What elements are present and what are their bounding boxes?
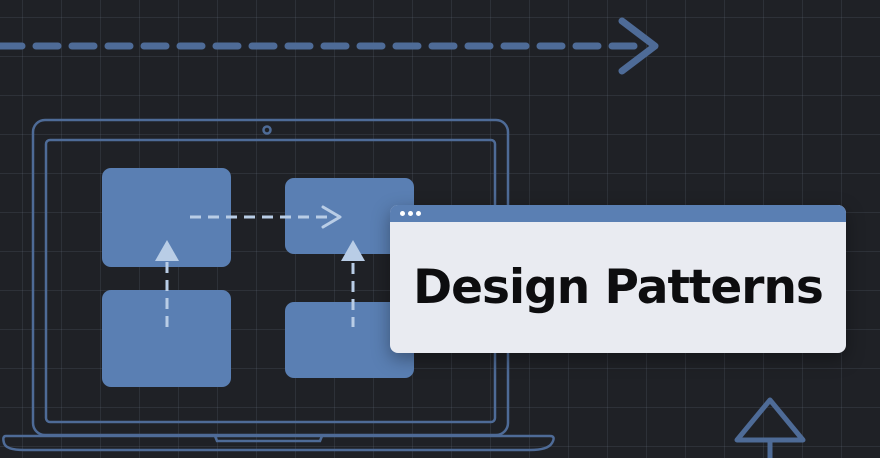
window-dots-icon [416,211,421,216]
top-dashed-arrow [0,17,659,75]
window-dots-icon [400,211,405,216]
laptop-notch [213,435,324,443]
block-top-right [285,178,414,254]
window-title-bar [390,205,846,222]
title-window: Design Patterns [390,205,846,353]
connectors [155,205,365,327]
page-title: Design Patterns [413,260,824,315]
pattern-blocks [102,168,414,387]
arrow-up-icon [155,240,179,261]
laptop-camera [262,125,272,135]
arrow-right-icon [321,205,342,229]
window-dots-icon [408,211,413,216]
bottom-outline-arrow [734,397,806,458]
arrow-up-icon [341,240,365,261]
block-bottom-left [102,290,231,387]
block-top-left [102,168,231,267]
laptop-base [2,434,555,452]
block-bottom-right [285,302,414,378]
arrow-up-icon [734,397,806,443]
arrow-right-icon [618,17,659,75]
